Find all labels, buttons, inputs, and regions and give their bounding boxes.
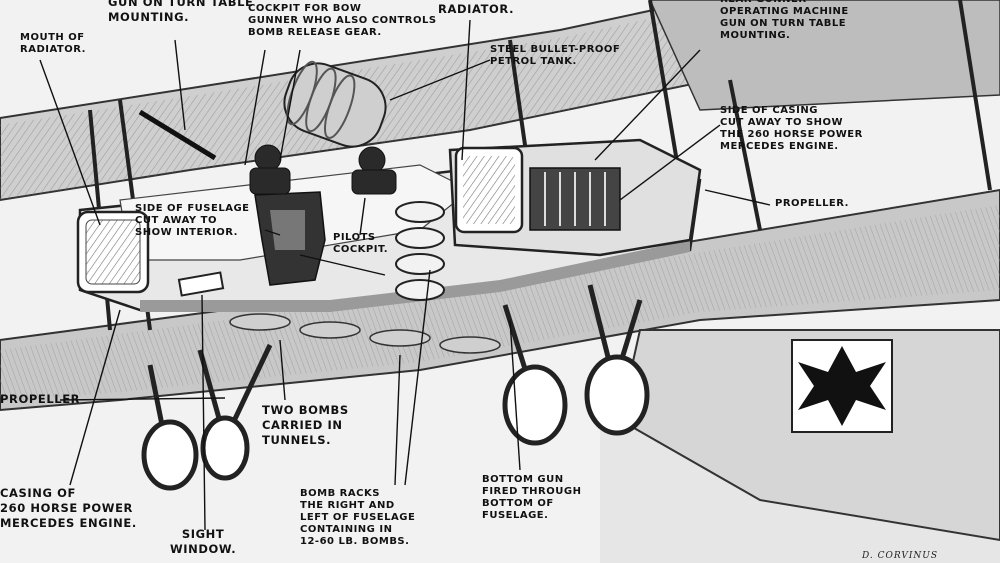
label-pilots-cockpit: PILOTS COCKPIT.: [333, 232, 389, 255]
label-two-bombs: TWO BOMBS CARRIED IN TUNNELS.: [262, 403, 349, 447]
fuselage-cutaway: [254, 191, 326, 286]
label-bottom-gun: BOTTOM GUN FIRED THROUGH BOTTOM OF FUSEL…: [482, 474, 582, 521]
bow-gunner: [249, 144, 291, 195]
leader-lines: [39, 19, 771, 531]
lower-wing-ribs: [0, 205, 1000, 402]
iron-cross-insignia: [791, 339, 893, 433]
label-radiator-top: RADIATOR.: [438, 2, 515, 16]
wheel-left: [141, 415, 250, 491]
bomb-rack: [229, 313, 501, 354]
pilot: [351, 146, 397, 195]
petrol-tank: [283, 60, 387, 148]
label-gun-turn-table: GUN ON TURN TABLE MOUNTING.: [108, 0, 254, 24]
label-sight-window: SIGHT WINDOW.: [170, 527, 237, 556]
engine-nacelle: [448, 138, 702, 257]
sight-window: [177, 271, 225, 297]
bow-machine-gun: [138, 109, 217, 161]
label-side-fuselage: SIDE OF FUSELAGE CUT AWAY TO SHOW INTERI…: [135, 203, 250, 238]
label-casing-left: CASING OF 260 HORSE POWER MERCEDES ENGIN…: [0, 486, 137, 530]
artist-signature: D. CORVINUS: [862, 551, 939, 561]
label-side-casing: SIDE OF CASING CUT AWAY TO SHOW THE 260 …: [720, 105, 863, 152]
upper-wing-right: [649, 0, 1000, 111]
label-petrol-tank: STEEL BULLET-PROOF PETROL TANK.: [490, 44, 621, 67]
wheel-right: [502, 354, 650, 446]
bomb-tunnel: [395, 201, 445, 301]
label-propeller-right: PROPELLER.: [775, 198, 849, 209]
label-mouth-radiator: MOUTH OF RADIATOR.: [20, 32, 86, 55]
label-cockpit-bow: COCKPIT FOR BOW GUNNER WHO ALSO CONTROLS…: [248, 3, 437, 38]
label-bomb-racks: BOMB RACKS THE RIGHT AND LEFT OF FUSELAG…: [300, 488, 416, 547]
label-propeller-left: PROPELLER: [0, 392, 81, 406]
label-rear-gunner: REAR GUNNER OPERATING MACHINE GUN ON TUR…: [720, 0, 849, 41]
front-radiator: [76, 210, 150, 294]
